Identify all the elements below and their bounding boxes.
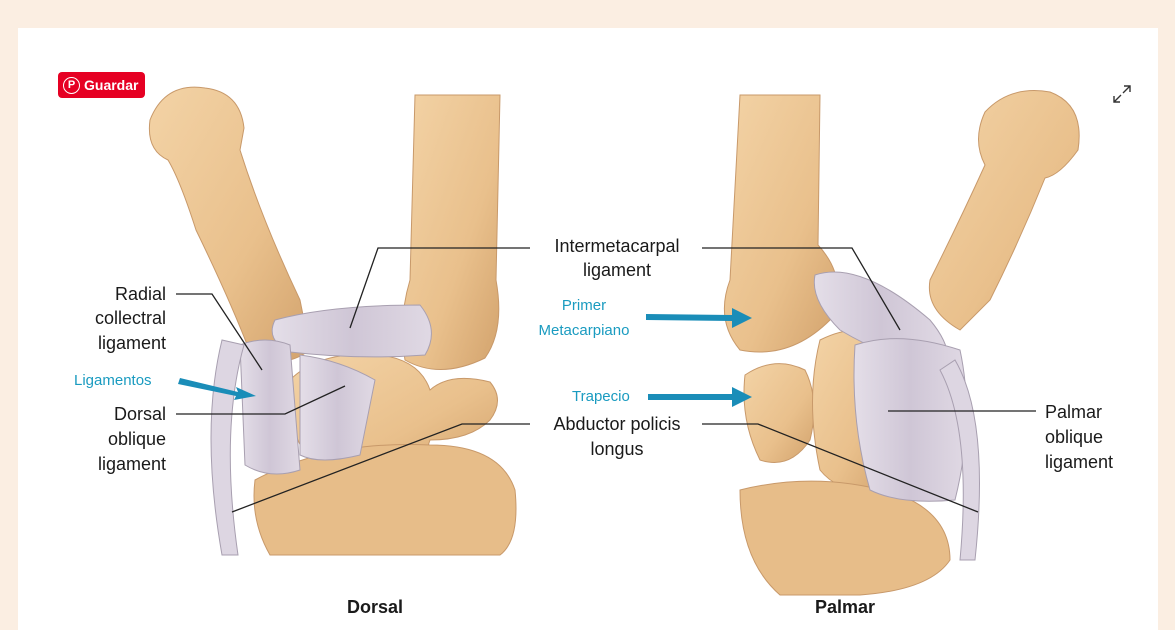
label-dorsal-oblique-3: ligament — [98, 454, 166, 474]
save-button-label: Guardar — [84, 77, 138, 93]
label-palmar-oblique-2: oblique — [1045, 427, 1103, 447]
label-palmar-oblique-1: Palmar — [1045, 402, 1102, 422]
label-abductor-1: Abductor policis — [553, 414, 680, 434]
label-view-palmar: Palmar — [815, 597, 875, 617]
label-dorsal-oblique-1: Dorsal — [114, 404, 166, 424]
palmar-view-drawing — [724, 91, 1079, 595]
arrow-trapecio — [648, 387, 752, 407]
label-abductor-2: longus — [590, 439, 643, 459]
label-primer-2: Metacarpiano — [539, 322, 630, 339]
label-view-dorsal: Dorsal — [347, 597, 403, 617]
arrow-primer-metacarpiano — [646, 308, 752, 328]
label-trapecio: Trapecio — [572, 388, 630, 405]
label-ligamentos: Ligamentos — [74, 372, 152, 389]
label-dorsal-oblique-2: oblique — [108, 429, 166, 449]
expand-icon[interactable] — [1110, 82, 1134, 106]
label-radial-1: Radial — [115, 284, 166, 304]
label-intermetacarpal-1: Intermetacarpal — [554, 236, 679, 256]
label-radial-2: collectral — [95, 308, 166, 328]
label-intermetacarpal-2: ligament — [583, 260, 651, 280]
label-palmar-oblique-3: ligament — [1045, 452, 1113, 472]
pinterest-icon: P — [63, 77, 80, 94]
label-primer-1: Primer — [562, 297, 606, 314]
label-radial-3: ligament — [98, 333, 166, 353]
save-button[interactable]: P Guardar — [58, 72, 145, 98]
dorsal-view-drawing — [149, 87, 516, 555]
